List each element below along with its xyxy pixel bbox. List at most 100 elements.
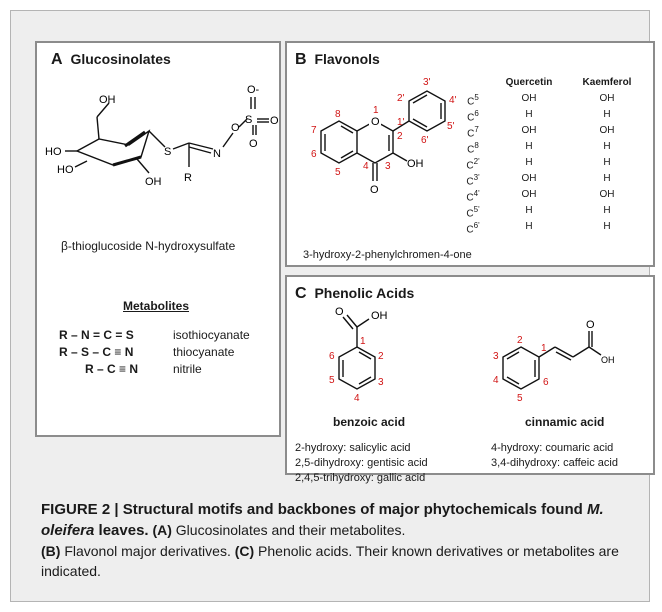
- derivative-item: 4-hydroxy: coumaric acid: [491, 442, 614, 454]
- cinnamic-position: 4: [493, 375, 499, 386]
- cinnamic-position: 1: [541, 343, 547, 354]
- atom-ho2: HO: [57, 164, 74, 176]
- panel-glucosinolates: A Glucosinolates: [35, 41, 281, 437]
- cinnamic-acid-name: cinnamic acid: [525, 415, 605, 429]
- table-cell: H: [525, 221, 533, 232]
- position-4prime: 4': [449, 95, 457, 106]
- carbon-position: 3': [473, 173, 480, 182]
- atom-ho1: HO: [45, 146, 62, 158]
- carbon-position: 4': [473, 189, 480, 198]
- cinnamic-position: 3: [493, 351, 499, 362]
- caption-a-letter: (A): [152, 522, 172, 538]
- panel-a-title-text: Glucosinolates: [70, 51, 171, 67]
- atom-s: S: [164, 146, 171, 158]
- benzoic-position: 1: [360, 336, 366, 347]
- metabolite-formula: R – C ≡ N: [85, 362, 139, 376]
- panel-b-title: B Flavonols: [295, 51, 380, 69]
- benzoic-position: 2: [378, 351, 384, 362]
- table-cell: OH: [521, 173, 537, 184]
- carbon-symbol: C: [466, 160, 474, 172]
- caption-b-letter: (B): [41, 543, 61, 559]
- table-cell: OH: [599, 93, 615, 104]
- table-cell: H: [525, 109, 533, 120]
- panel-c-title-text: Phenolic Acids: [314, 285, 415, 301]
- table-cell: H: [525, 157, 533, 168]
- table-carbon: C2': [463, 157, 483, 171]
- table-carbon: C8: [463, 141, 483, 155]
- caption-c-letter: (C): [234, 543, 255, 559]
- cinnamic-position: 5: [517, 393, 523, 404]
- table-cell: OH: [521, 125, 537, 136]
- atom-oh: OH: [407, 158, 424, 170]
- table-carbon: C3': [463, 173, 483, 187]
- atom-o-right: O: [270, 115, 279, 127]
- table-cell: OH: [521, 93, 537, 104]
- position-4: 4: [363, 161, 369, 172]
- cinnamic-derivatives: 4-hydroxy: coumaric acid 3,4-dihydroxy: …: [491, 441, 618, 471]
- metabolite-formula: R – N = C = S: [59, 328, 134, 342]
- panel-b-letter: B: [295, 51, 307, 68]
- derivative-item: 2,5-dihydroxy: gentisic acid: [295, 457, 428, 469]
- metabolites-header: Metabolites: [123, 299, 190, 313]
- caption-label: FIGURE 2 | Structural motifs and backbon…: [41, 501, 587, 518]
- table-cell: H: [525, 141, 533, 152]
- panel-a-title: A Glucosinolates: [51, 51, 171, 69]
- carbon-position: 6: [474, 109, 479, 118]
- benzoic-position: 4: [354, 393, 360, 404]
- atom-o: O: [231, 122, 240, 134]
- atom-o-keto: O: [370, 184, 379, 196]
- table-cell: H: [603, 109, 611, 120]
- cinnamic-position: 6: [543, 377, 549, 388]
- table-carbon: C6: [463, 109, 483, 123]
- panel-a-letter: A: [51, 51, 63, 68]
- benzoic-atom-o: O: [335, 306, 344, 318]
- panel-c-letter: C: [295, 285, 307, 302]
- metabolite-name: nitrile: [173, 362, 202, 376]
- caption-a-text: Glucosinolates and their metabolites.: [171, 522, 406, 538]
- panel-c-title: C Phenolic Acids: [295, 285, 414, 303]
- carbon-symbol: C: [466, 224, 474, 236]
- position-3: 3: [385, 161, 391, 172]
- carbon-position: 5: [474, 93, 479, 102]
- table-header-quercetin: Quercetin: [505, 77, 553, 88]
- metabolite-name: thiocyanate: [173, 345, 235, 359]
- table-cell: OH: [521, 189, 537, 200]
- panel-phenolic-acids: C Phenolic Acids O OH 1 2 3 4 5 6 b: [285, 275, 655, 484]
- carbon-position: 7: [474, 125, 479, 134]
- position-6prime: 6': [421, 135, 429, 146]
- benzoic-position: 6: [329, 351, 335, 362]
- table-carbon: C7: [463, 125, 483, 139]
- panel-flavonols: B Flavonols: [285, 41, 655, 267]
- cinnamic-acid-structure: O OH 1 2 3 4 5 6: [493, 319, 615, 404]
- position-3prime: 3': [423, 77, 431, 88]
- flavonol-caption: 3-hydroxy-2-phenylchromen-4-one: [303, 249, 472, 261]
- carbon-symbol: C: [466, 192, 474, 204]
- glucosinolate-caption: β-thioglucoside N-hydroxysulfate: [61, 239, 236, 253]
- position-2prime: 2': [397, 93, 405, 104]
- table-carbon: C5: [463, 93, 483, 107]
- table-cell: OH: [599, 189, 615, 200]
- atom-n: N: [213, 148, 221, 160]
- cinnamic-atom-oh: OH: [601, 355, 615, 365]
- position-2: 2: [397, 131, 403, 142]
- derivative-item: 2,4,5-trihydroxy: gallic acid: [295, 472, 426, 484]
- carbon-position: 2': [473, 157, 480, 166]
- carbon-symbol: C: [467, 112, 475, 124]
- figure-frame: A Glucosinolates: [10, 10, 655, 602]
- carbon-position: 8: [474, 141, 479, 150]
- caption-label-end: leaves.: [94, 522, 149, 539]
- position-1prime: 1': [397, 117, 405, 128]
- atom-o-bottom: O: [249, 138, 258, 150]
- benzoic-derivatives: 2-hydroxy: salicylic acid 2,5-dihydroxy:…: [295, 441, 428, 486]
- benzoic-acid-name: benzoic acid: [333, 415, 406, 429]
- derivative-item: 3,4-dihydroxy: caffeic acid: [491, 457, 618, 469]
- atom-s-sulfate: S: [245, 114, 252, 126]
- carbon-position: 5': [473, 205, 480, 214]
- caption-b-text: Flavonol major derivatives.: [60, 543, 231, 559]
- cinnamic-position: 2: [517, 335, 523, 346]
- carbon-symbol: C: [467, 144, 475, 156]
- carbon-symbol: C: [466, 176, 474, 188]
- atom-oh1: OH: [99, 94, 116, 106]
- carbon-symbol: C: [466, 208, 474, 220]
- panel-b-title-text: Flavonols: [314, 51, 380, 67]
